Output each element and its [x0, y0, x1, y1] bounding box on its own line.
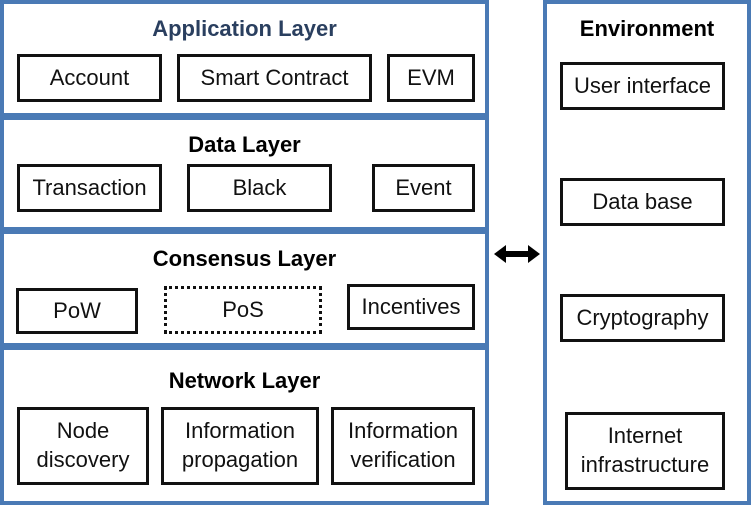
network-layer-title: Network Layer: [168, 368, 321, 393]
data-layer-title: Data Layer: [188, 132, 301, 157]
node-discovery-box: Node discovery: [17, 407, 149, 485]
evm-box: EVM: [387, 54, 475, 102]
consensus-layer-title: Consensus Layer: [152, 246, 337, 271]
cryptography-box: Cryptography: [560, 294, 725, 342]
pow-box: PoW: [16, 288, 138, 334]
pos-box: PoS: [164, 286, 322, 334]
event-box: Event: [372, 164, 475, 212]
database-box: Data base: [560, 178, 725, 226]
internet-infrastructure-box: Internet infrastructure: [565, 412, 725, 490]
environment-title: Environment: [579, 16, 715, 41]
user-interface-box: User interface: [560, 62, 725, 110]
account-box: Account: [17, 54, 162, 102]
incentives-box: Incentives: [347, 284, 475, 330]
block-box: Black: [187, 164, 332, 212]
application-layer-title: Application Layer: [152, 16, 337, 41]
environment-panel: Environment User interface Data base Cry…: [543, 0, 751, 505]
information-propagation-box: Information propagation: [161, 407, 319, 485]
double-arrow-icon: [494, 245, 540, 263]
consensus-layer: Consensus Layer PoW PoS Incentives: [0, 230, 489, 347]
smart-contract-box: Smart Contract: [177, 54, 372, 102]
information-verification-box: Information verification: [331, 407, 475, 485]
transaction-box: Transaction: [17, 164, 162, 212]
network-layer: Network Layer Node discovery Information…: [0, 346, 489, 505]
data-layer: Data Layer Transaction Black Event: [0, 116, 489, 231]
application-layer: Application Layer Account Smart Contract…: [0, 0, 489, 117]
